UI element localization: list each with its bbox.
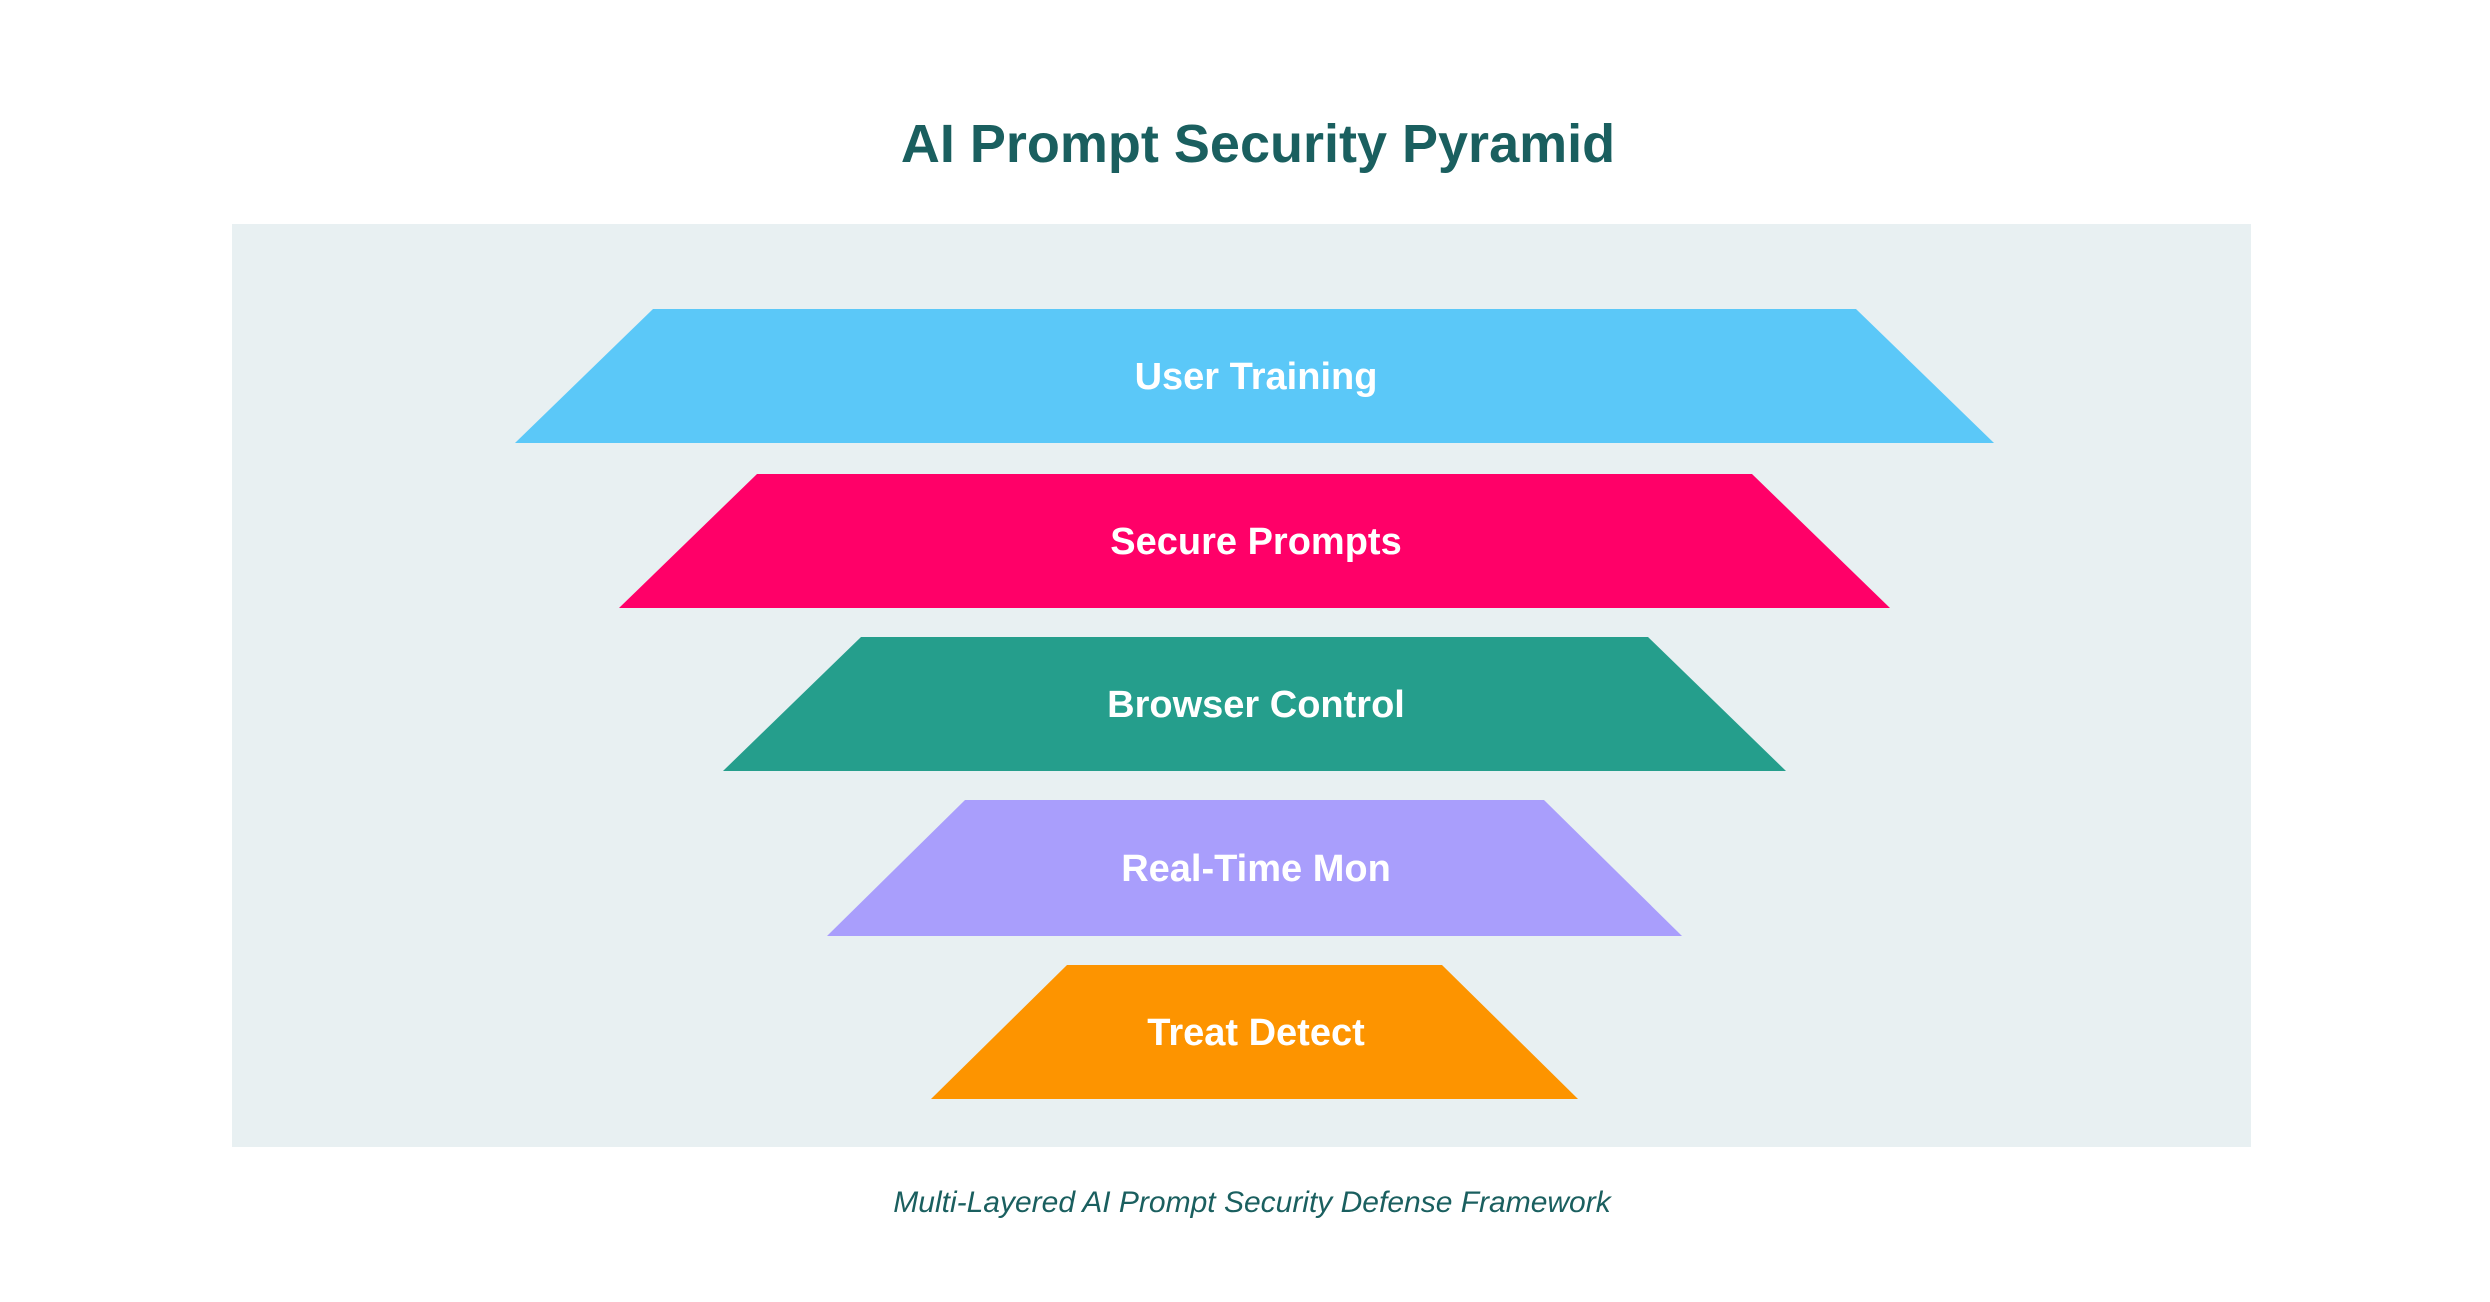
diagram-subtitle: Multi-Layered AI Prompt Security Defense… (893, 1186, 1612, 1219)
layer-shape (931, 965, 1578, 1099)
pyramid-layer: Treat Detect (931, 965, 1578, 1099)
layer-label: Treat Detect (1147, 1012, 1365, 1054)
layer-label: Secure Prompts (1110, 521, 1401, 563)
layer-shape (827, 800, 1682, 936)
pyramid-layer: Browser Control (723, 637, 1786, 771)
diagram-title: AI Prompt Security Pyramid (901, 114, 1615, 174)
layer-label: User Training (1135, 356, 1378, 398)
layer-label: Real-Time Mon (1121, 848, 1391, 890)
pyramid-layer: User Training (515, 309, 1994, 443)
pyramid-layer: Secure Prompts (619, 474, 1890, 608)
layer-shape (515, 309, 1994, 443)
pyramid-layer: Real-Time Mon (827, 800, 1682, 936)
layer-shape (619, 474, 1890, 608)
layer-shape (723, 637, 1786, 771)
layer-label: Browser Control (1107, 684, 1405, 726)
